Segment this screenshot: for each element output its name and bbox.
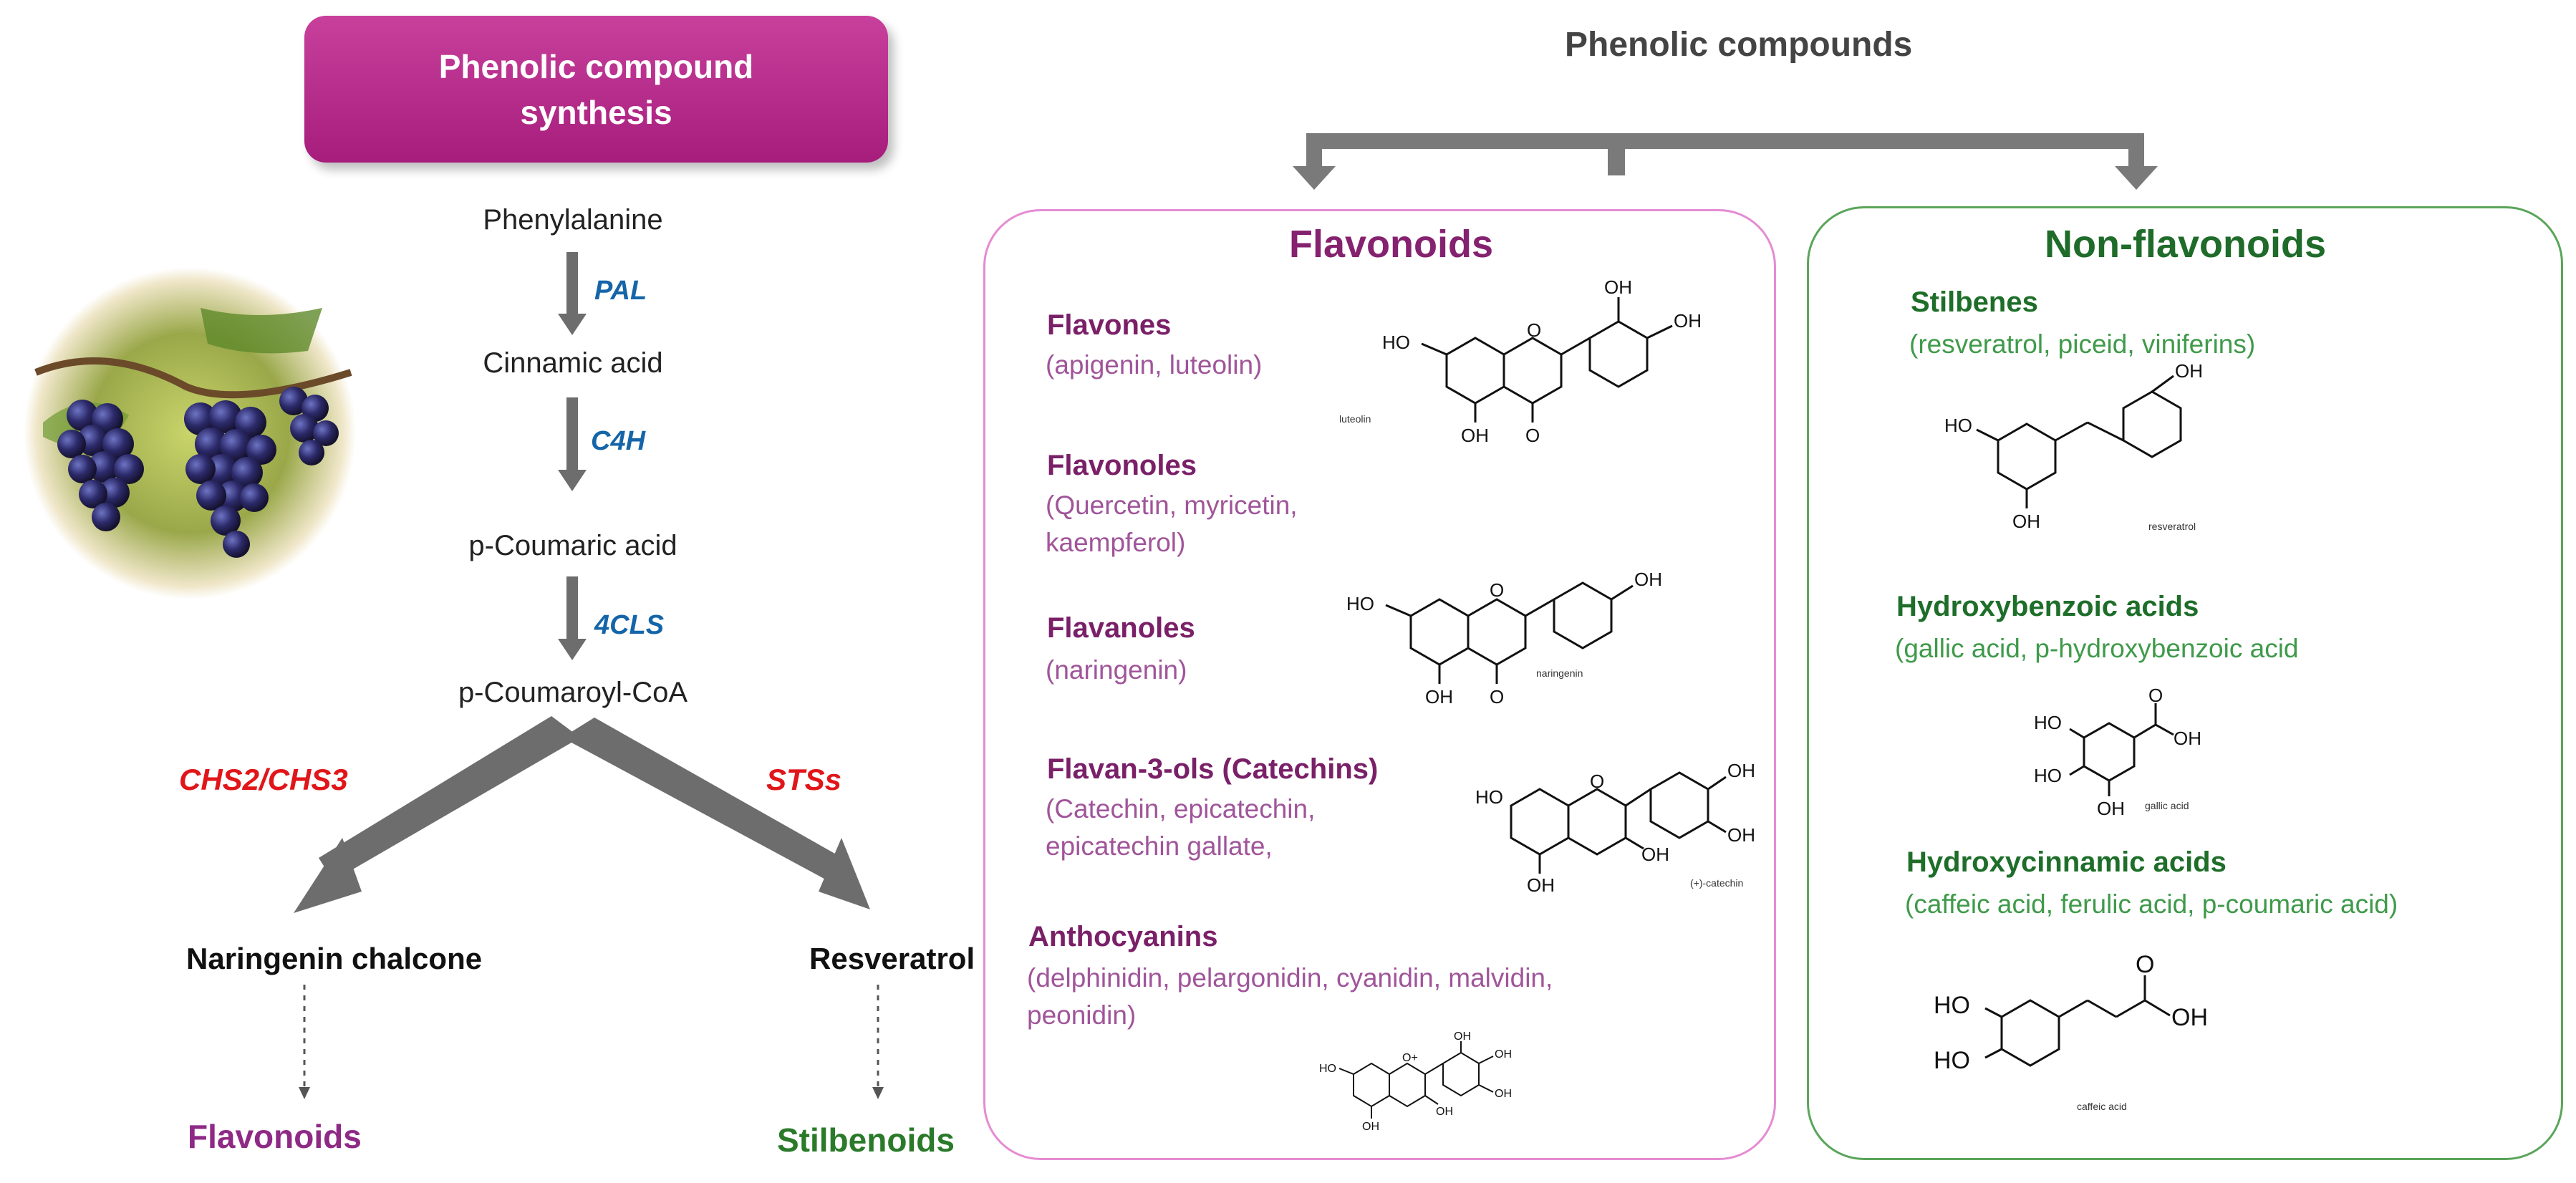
naringenin-structure: HO O OH O OH naringenin	[1346, 569, 1662, 708]
resveratrol-label: resveratrol	[2148, 521, 2196, 532]
grape-photo	[24, 267, 356, 599]
luteolin-structure: HO O OH O OH OH luteolin	[1339, 276, 1702, 446]
luteolin-label: luteolin	[1339, 413, 1371, 425]
pathway-arrows	[294, 252, 884, 1099]
svg-text:O: O	[1525, 425, 1540, 446]
class-hydroxycinnamic-acids: Hydroxycinnamic acids	[1906, 846, 2227, 878]
resveratrol-structure: HO OH OH resveratrol	[1944, 360, 2203, 532]
examples-stilbenes: (resveratrol, piceid, viniferins)	[1909, 329, 2256, 359]
examples-flavones: (apigenin, luteolin)	[1046, 350, 1263, 380]
anthocyanin-structure: HO O+ OH OH OH OH OH	[1319, 1030, 1512, 1133]
class-flavonoles: Flavonoles	[1047, 450, 1197, 481]
non-flavonoids-box	[1807, 206, 2563, 1160]
final-stilbenoids: Stilbenoids	[777, 1121, 955, 1159]
svg-text:OH: OH	[2097, 798, 2125, 819]
svg-text:OH: OH	[1425, 686, 1453, 708]
catechin-label: (+)-catechin	[1690, 877, 1743, 889]
svg-text:OH: OH	[1674, 310, 1702, 332]
class-stilbenes: Stilbenes	[1911, 286, 2038, 318]
svg-text:OH: OH	[1495, 1048, 1512, 1061]
phenolic-compounds-title: Phenolic compounds	[1565, 26, 1913, 64]
svg-text:HO: HO	[2034, 765, 2062, 786]
gallic-acid-label: gallic acid	[2145, 800, 2189, 811]
class-flavan-3-ols: Flavan-3-ols (Catechins)	[1047, 753, 1379, 785]
examples-flavan-3-ols: (Catechin, epicatechin, epicatechin gall…	[1046, 794, 1316, 861]
svg-text:OH: OH	[1461, 425, 1489, 446]
enzyme-stss: STSs	[766, 763, 842, 796]
flavonoids-box	[983, 209, 1776, 1160]
class-flavones: Flavones	[1047, 309, 1172, 341]
examples-hydroxybenzoic-acids: (gallic acid, p-hydroxybenzoic acid	[1895, 634, 2299, 663]
caffeic-acid-structure: HO HO O OH caffeic acid	[1934, 951, 2208, 1112]
class-hydroxybenzoic-acids: Hydroxybenzoic acids	[1896, 591, 2199, 622]
non-flavonoids-title: Non-flavonoids	[2045, 223, 2326, 266]
svg-text:OH: OH	[2171, 1004, 2208, 1031]
svg-text:HO: HO	[1382, 332, 1410, 353]
enzyme-chs2-chs3: CHS2/CHS3	[179, 763, 348, 796]
step-phenylalanine: Phenylalanine	[483, 204, 663, 236]
svg-text:HO: HO	[1319, 1063, 1336, 1075]
step-p-coumaroyl-coa: p-Coumaroyl-CoA	[458, 677, 688, 708]
svg-text:O: O	[1590, 771, 1604, 792]
class-anthocyanins: Anthocyanins	[1028, 921, 1218, 952]
enzyme-pal: PAL	[594, 276, 647, 306]
svg-text:O+: O+	[1402, 1052, 1418, 1064]
step-p-coumaric-acid: p-Coumaric acid	[468, 530, 677, 561]
svg-text:OH: OH	[1436, 1106, 1453, 1118]
step-cinnamic-acid: Cinnamic acid	[483, 347, 663, 379]
svg-text:OH: OH	[1727, 760, 1755, 781]
svg-text:OH: OH	[2012, 511, 2040, 532]
product-resveratrol: Resveratrol	[809, 942, 975, 975]
product-naringenin-chalcone: Naringenin chalcone	[186, 942, 483, 975]
svg-text:OH: OH	[2174, 728, 2201, 749]
svg-text:O: O	[2148, 685, 2163, 706]
svg-text:HO: HO	[1944, 415, 1972, 436]
caffeic-acid-label: caffeic acid	[2077, 1101, 2127, 1112]
svg-text:OH: OH	[2175, 360, 2203, 382]
svg-text:O: O	[2136, 951, 2154, 978]
svg-text:OH: OH	[1362, 1121, 1379, 1133]
examples-flavonoles: (Quercetin, myricetin, kaempferol)	[1046, 491, 1298, 557]
svg-text:HO: HO	[1934, 1047, 1970, 1074]
svg-text:O: O	[1490, 686, 1504, 708]
svg-text:OH: OH	[1495, 1088, 1512, 1100]
svg-text:OH: OH	[1604, 276, 1632, 298]
enzyme-4cls: 4CLS	[594, 610, 665, 640]
svg-text:O: O	[1527, 319, 1541, 341]
class-flavanoles: Flavanoles	[1047, 612, 1195, 644]
synthesis-title: Phenolic compound synthesis	[304, 16, 888, 163]
examples-hydroxycinnamic-acids: (caffeic acid, ferulic acid, p-coumaric …	[1905, 889, 2398, 919]
svg-text:HO: HO	[1934, 992, 1970, 1019]
split-arrow	[1293, 133, 2158, 190]
svg-text:OH: OH	[1527, 874, 1555, 896]
svg-text:O: O	[1490, 579, 1504, 601]
examples-anthocyanins: (delphinidin, pelargonidin, cyanidin, ma…	[1027, 963, 1553, 1030]
final-flavonoids: Flavonoids	[188, 1118, 362, 1155]
naringenin-label: naringenin	[1536, 667, 1583, 679]
gallic-acid-structure: O OH HO HO OH gallic acid	[2034, 685, 2201, 819]
svg-text:OH: OH	[1454, 1030, 1471, 1043]
svg-text:HO: HO	[2034, 712, 2062, 733]
svg-text:HO: HO	[1346, 593, 1374, 614]
svg-text:HO: HO	[1475, 786, 1503, 808]
svg-text:OH: OH	[1727, 824, 1755, 846]
svg-text:OH: OH	[1641, 844, 1669, 865]
enzyme-c4h: C4H	[591, 426, 646, 456]
examples-flavanoles: (naringenin)	[1046, 655, 1187, 685]
flavonoids-title: Flavonoids	[1289, 223, 1494, 266]
catechin-structure: HO O OH OH OH OH (+)-catechin	[1475, 760, 1755, 896]
svg-text:OH: OH	[1634, 569, 1662, 590]
